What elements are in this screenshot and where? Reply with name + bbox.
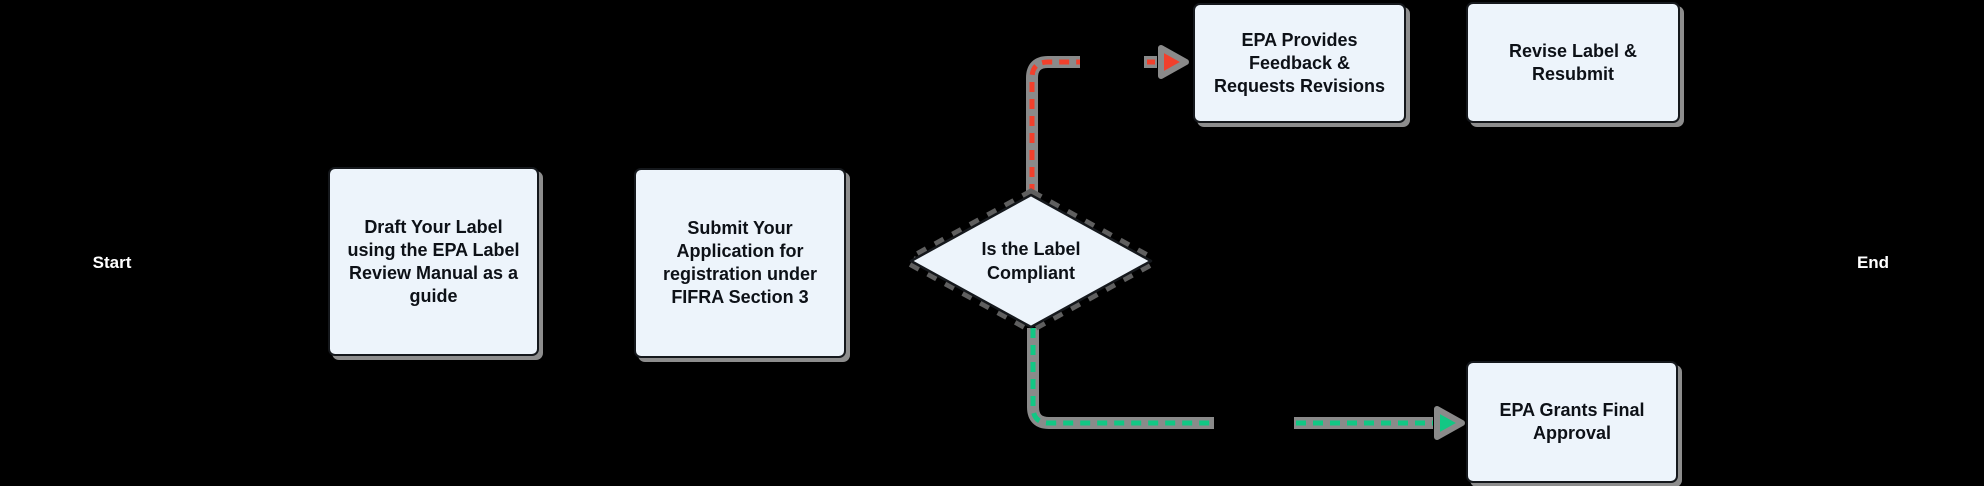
node-revise-resubmit: Revise Label & Resubmit	[1466, 2, 1680, 123]
node-draft-label: Draft Your Label using the EPA Label Rev…	[328, 167, 539, 356]
edge-yes-branch	[1027, 328, 1465, 440]
end-label: End	[1856, 253, 1890, 272]
node-final-approval: EPA Grants Final Approval	[1466, 361, 1678, 483]
node-draft-text: Draft Your Label using the EPA Label Rev…	[347, 216, 520, 306]
edge-no-underlay	[1026, 56, 1080, 194]
start-label: Start	[92, 253, 132, 272]
arrowhead-right-yes-icon	[1434, 406, 1465, 440]
edge-yes-underlay	[1027, 328, 1214, 429]
edge-no-branch	[1026, 45, 1189, 194]
node-epa-feedback-text: EPA Provides Feedback & Requests Revisio…	[1213, 29, 1386, 96]
node-submit-application: Submit Your Application for registration…	[634, 168, 846, 358]
node-submit-text: Submit Your Application for registration…	[662, 218, 818, 307]
node-final-approval-text: EPA Grants Final Approval	[1499, 400, 1645, 443]
node-epa-feedback: EPA Provides Feedback & Requests Revisio…	[1193, 3, 1406, 123]
node-revise-resubmit-text: Revise Label & Resubmit	[1508, 40, 1638, 84]
edge-no-dashed-line	[1029, 59, 1080, 194]
arrowhead-right-no-icon	[1158, 45, 1189, 79]
node-decision-text: Is the Label Compliant	[981, 239, 1081, 283]
edge-yes-dashed-line	[1030, 328, 1214, 426]
node-decision-label: Is the Label Compliant	[951, 226, 1111, 296]
